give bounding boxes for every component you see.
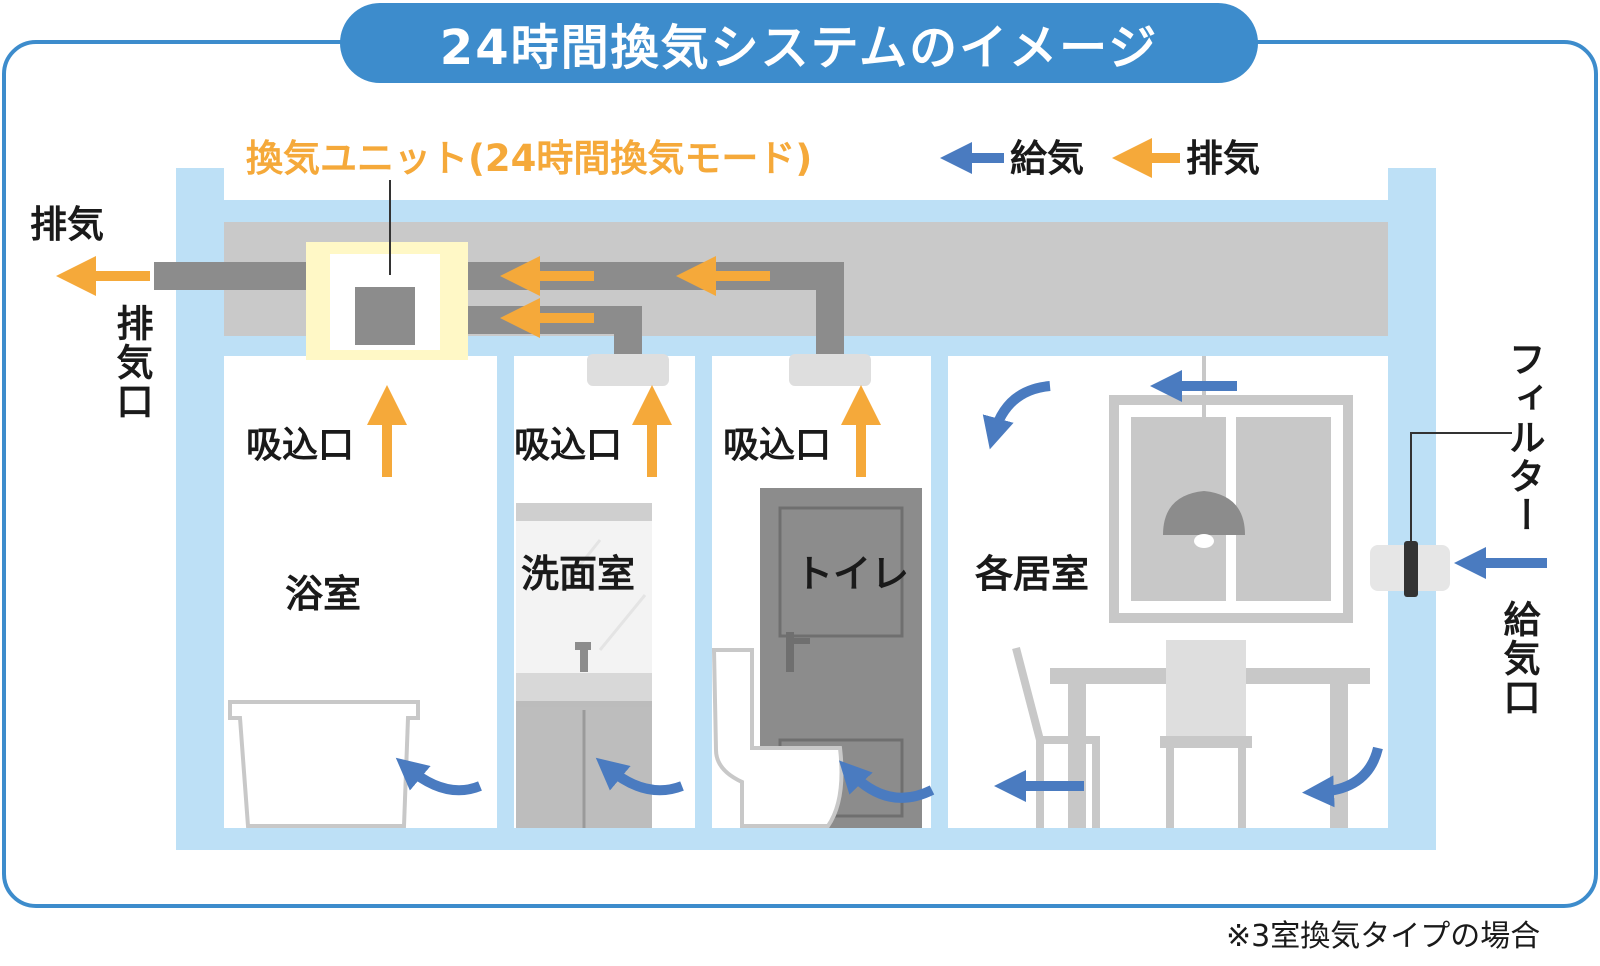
toilet-intake-label: 吸込口 — [723, 425, 832, 466]
washroom-intake-label: 吸込口 — [514, 425, 623, 466]
exhaust-label: 排気 — [30, 203, 104, 246]
room-toilet-label: トイレ — [795, 552, 910, 596]
footnote: ※3室換気タイプの場合 — [1226, 919, 1541, 954]
intake-up-arrows — [367, 385, 881, 477]
legend-supply-label: 給気 — [1010, 137, 1084, 180]
bath-intake-label: 吸込口 — [246, 425, 355, 466]
filter-label: フィルター — [1502, 340, 1545, 535]
toilet-vent — [789, 354, 871, 386]
ventilation-unit — [306, 242, 468, 360]
duct-exhaust-arrows — [56, 256, 770, 338]
room-bath-label: 浴室 — [285, 572, 362, 616]
washroom-vent — [587, 354, 669, 386]
supply-port-filter — [1370, 432, 1512, 597]
chair-center — [1160, 640, 1252, 828]
pendant-lamp — [1163, 356, 1245, 548]
exhaust-port-label: 排気口 — [110, 304, 153, 421]
legend-exhaust-label: 排気 — [1186, 137, 1260, 180]
vanity — [516, 503, 652, 828]
supply-port-label: 給気口 — [1497, 600, 1540, 717]
page-title: 24時間換気システムのイメージ — [439, 20, 1159, 76]
unit-label: 換気ユニット(24時間換気モード) — [246, 137, 813, 180]
room-living-label: 各居室 — [975, 552, 1090, 596]
chair-left — [1012, 646, 1100, 828]
bathtub — [228, 700, 420, 828]
toilet — [711, 648, 844, 828]
supply-arrows — [395, 369, 1547, 808]
room-washroom-label: 洗面室 — [521, 552, 636, 596]
title-banner: 24時間換気システムのイメージ — [340, 3, 1258, 83]
house-walls — [176, 168, 1436, 850]
